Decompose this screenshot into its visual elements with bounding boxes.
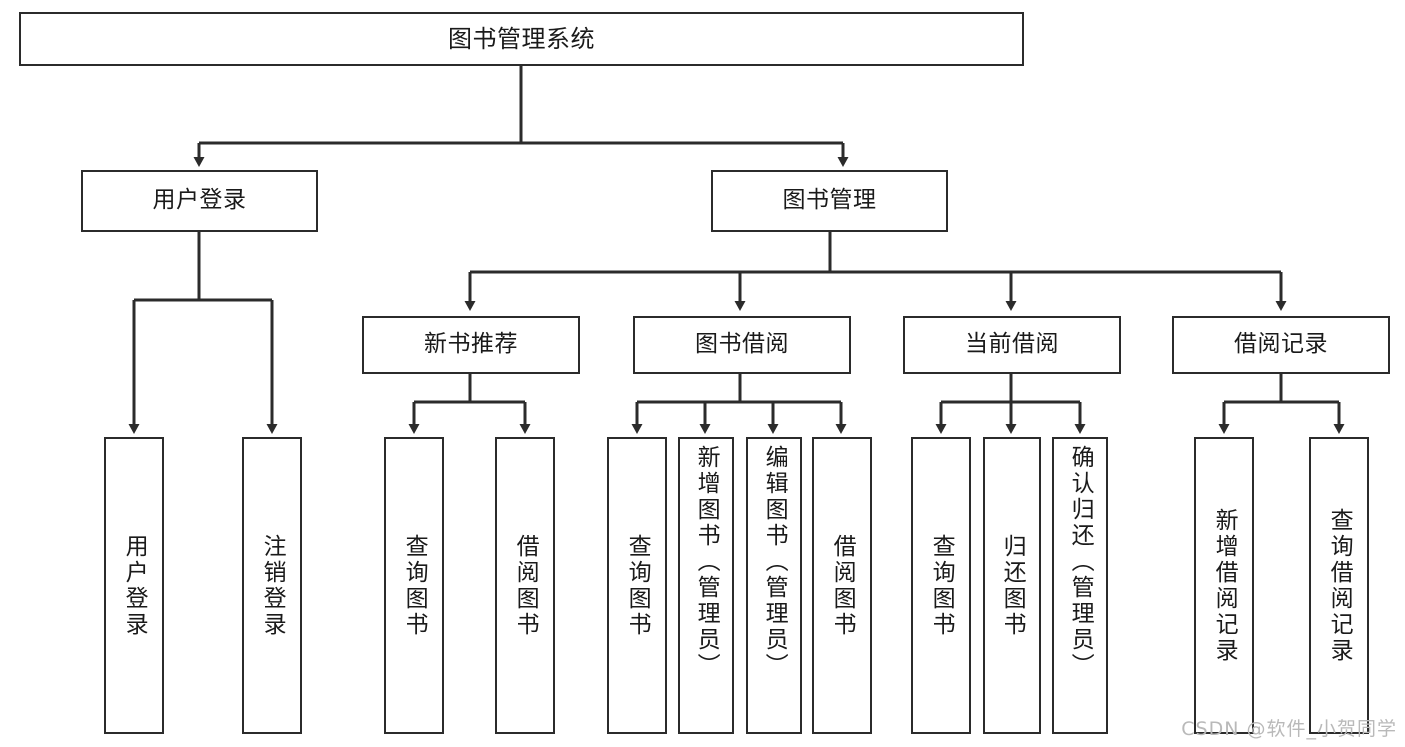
node-label: 用户登录 — [152, 187, 247, 214]
node-leaf-logout[interactable]: 注销登录 — [242, 437, 302, 734]
node-leaf-add-book-admin[interactable]: 新增图书（管理员） — [678, 437, 734, 734]
node-label: 借阅图书 — [829, 533, 856, 638]
node-leaf-query-book-borrow[interactable]: 查询图书 — [607, 437, 667, 734]
node-borrow-record[interactable]: 借阅记录 — [1172, 316, 1390, 374]
node-label: 用户登录 — [121, 533, 148, 638]
node-label: 图书借阅 — [695, 331, 789, 358]
node-label: 借阅记录 — [1234, 331, 1328, 358]
node-leaf-query-book-current[interactable]: 查询图书 — [911, 437, 971, 734]
node-root-book-management-system[interactable]: 图书管理系统 — [19, 12, 1024, 66]
node-leaf-borrow-book[interactable]: 借阅图书 — [812, 437, 872, 734]
node-leaf-edit-book-admin[interactable]: 编辑图书（管理员） — [746, 437, 802, 734]
node-current-borrow[interactable]: 当前借阅 — [903, 316, 1121, 374]
node-leaf-query-book-recommend[interactable]: 查询图书 — [384, 437, 444, 734]
node-label: 新书推荐 — [424, 331, 518, 358]
node-book-management[interactable]: 图书管理 — [711, 170, 948, 232]
node-label: 新增图书（管理员） — [693, 445, 720, 679]
node-new-book-recommend[interactable]: 新书推荐 — [362, 316, 580, 374]
node-label: 注销登录 — [259, 533, 286, 638]
node-label: 归还图书 — [999, 533, 1026, 638]
node-label: 查询图书 — [401, 533, 428, 638]
node-label: 查询借阅记录 — [1326, 507, 1353, 664]
node-leaf-add-borrow-record[interactable]: 新增借阅记录 — [1194, 437, 1254, 734]
node-leaf-return-book[interactable]: 归还图书 — [983, 437, 1041, 734]
node-leaf-borrow-book-recommend[interactable]: 借阅图书 — [495, 437, 555, 734]
node-leaf-user-login[interactable]: 用户登录 — [104, 437, 164, 734]
node-label: 编辑图书（管理员） — [761, 445, 788, 679]
node-label: 图书管理 — [782, 187, 877, 214]
node-label: 查询图书 — [624, 533, 651, 638]
node-leaf-query-borrow-record[interactable]: 查询借阅记录 — [1309, 437, 1369, 734]
node-label: 新增借阅记录 — [1211, 507, 1238, 664]
node-label: 图书管理系统 — [448, 24, 595, 53]
node-user-login[interactable]: 用户登录 — [81, 170, 318, 232]
node-label: 当前借阅 — [965, 331, 1059, 358]
node-label: 确认归还（管理员） — [1067, 445, 1094, 679]
node-label: 借阅图书 — [512, 533, 539, 638]
node-label: 查询图书 — [928, 533, 955, 638]
node-book-borrow[interactable]: 图书借阅 — [633, 316, 851, 374]
csdn-watermark: CSDN @软件_小贺同学 — [1181, 718, 1397, 740]
node-leaf-confirm-return-admin[interactable]: 确认归还（管理员） — [1052, 437, 1108, 734]
